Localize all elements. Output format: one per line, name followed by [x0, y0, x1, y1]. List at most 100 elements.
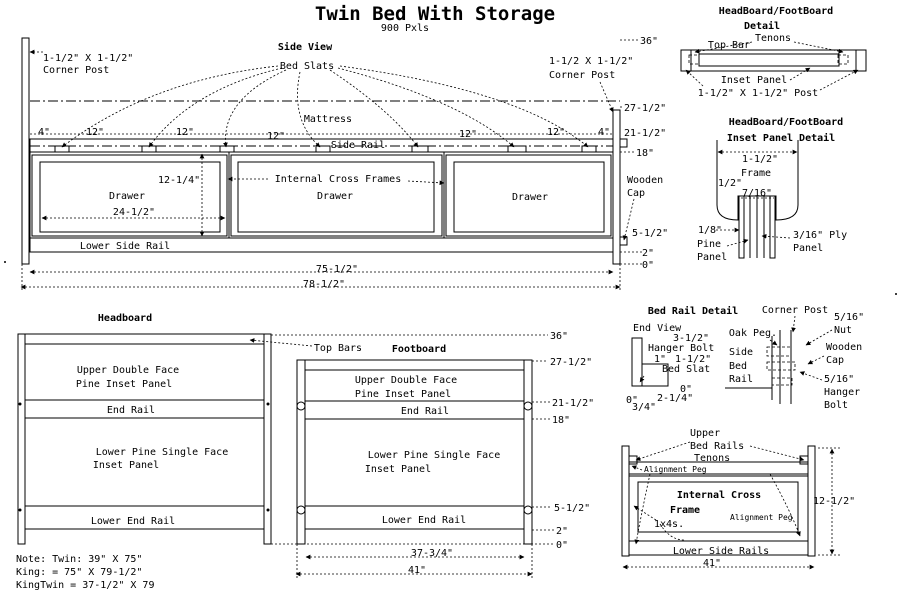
height-label: 27-1/2"	[624, 103, 666, 114]
side-bed-rail-label: Side	[729, 347, 753, 358]
lower-end-rail	[24, 505, 265, 530]
zero-label: 0"	[680, 384, 692, 395]
outer-width-label: 41"	[408, 565, 426, 576]
seven-sixteenths-label: 7/16"	[742, 188, 772, 199]
pine-panel	[738, 195, 745, 259]
side-view-heading: Side View	[278, 41, 333, 53]
height-label: 36"	[550, 331, 568, 342]
inset-panel	[698, 53, 840, 67]
slat	[411, 145, 429, 153]
left-corner-post-size: 1-1/2" X 1-1/2"	[43, 53, 133, 64]
detail-heading-1: HeadBoard/FootBoard	[719, 6, 833, 17]
spacing-label: 4"	[598, 127, 610, 138]
cross-frame-title: Internal Cross	[677, 490, 761, 501]
left-post	[680, 49, 692, 72]
ply-panel-label: Panel	[793, 243, 823, 254]
headboard-heading: Headboard	[98, 313, 152, 324]
note-line: King: = 75" X 79-1/2"	[16, 567, 142, 578]
eighth-label: 1/8"	[698, 225, 722, 236]
wooden-cap-label: Wooden	[627, 175, 663, 186]
lower-side-rail	[628, 540, 809, 556]
one-half-label: 1-1/2"	[675, 354, 711, 365]
wooden-cap-label: Cap	[826, 355, 844, 366]
half-label: 1/2"	[718, 178, 742, 189]
tenons-label: Tenons	[755, 33, 791, 44]
headboard-footboard-detail: HeadBoard/FootBoard Detail Tenons Top Ba…	[680, 6, 867, 99]
top-bar	[304, 359, 525, 371]
end-view-rail	[631, 337, 643, 387]
inset-panel-label: Inset Panel	[721, 75, 787, 86]
height-label: 27-1/2"	[550, 357, 592, 368]
page-title: Twin Bed With Storage	[315, 3, 555, 25]
inset-detail-heading-1: HeadBoard/FootBoard	[729, 117, 843, 128]
detail-heading-2: Detail	[744, 20, 780, 32]
height-label: 36"	[640, 36, 658, 47]
footboard-heights: 36" 27-1/2" 21-1/2" 18" 5-1/2" 2" 0"	[271, 331, 594, 551]
hanger-bolt-label: 5/16"	[824, 374, 854, 385]
spacing-label: 12"	[547, 127, 565, 138]
slat	[315, 145, 331, 153]
pine-panel-label: Pine	[697, 239, 721, 250]
pine-panel-label: Panel	[697, 252, 727, 263]
bed-rail-heading: Bed Rail Detail	[648, 305, 738, 317]
internal-cross-frames-label: Internal Cross Frames	[275, 174, 401, 185]
top-bar-label: Top Bar	[708, 40, 750, 51]
inner-length-label: 75-1/2"	[316, 264, 358, 275]
lower-side-rail	[29, 237, 614, 253]
slat	[581, 145, 597, 153]
top-bar	[690, 49, 857, 72]
lower-end-rail	[304, 505, 525, 530]
one-label: 1"	[654, 354, 666, 365]
post-label: 1-1/2" X 1-1/2" Post	[698, 88, 818, 99]
side-rail-label: Side Rail	[331, 140, 385, 151]
right-post	[855, 49, 867, 72]
upper-bed-rails-label: Upper	[690, 428, 720, 439]
footboard-heading: Footboard	[392, 344, 446, 355]
bed-rail-detail: Bed Rail Detail End View Corner Post 3-1…	[626, 305, 864, 413]
wooden-cap-label: Cap	[627, 188, 645, 199]
drawer-frame	[445, 154, 612, 237]
outer-length-label: 78-1/2"	[303, 279, 345, 290]
height-label: 18"	[636, 148, 654, 159]
drawer-front	[39, 161, 221, 233]
frame-width-label: 1-1/2"	[742, 154, 778, 165]
nut-label: Nut	[834, 325, 852, 336]
spacing-label: 12"	[459, 129, 477, 140]
spacing-label: 12"	[176, 127, 194, 138]
oak-peg-label: Oak Peg.	[729, 328, 777, 339]
footboard: Footboard Upper Double Face Pine Inset P…	[271, 331, 594, 578]
lower-side-rails-label: Lower Side Rails	[673, 546, 769, 557]
left-post	[296, 359, 306, 545]
inset-detail-heading-2: Inset Panel Detail	[727, 132, 835, 144]
upper-panel-label: Pine Inset Panel	[355, 389, 451, 400]
right-post	[523, 359, 533, 545]
side-view: Side View Mattress Side Rail 4" 12" 12" …	[20, 36, 668, 290]
drawer-width-label: 24-1/2"	[113, 207, 155, 218]
height-label: 21-1/2"	[624, 128, 666, 139]
three-half-label: 3-1/2"	[673, 333, 709, 344]
end-rail	[24, 399, 265, 419]
lower-panel-label: Inset Panel	[93, 460, 159, 471]
left-corner-post-label: Corner Post	[43, 65, 109, 76]
height-label: 5-1/2"	[632, 228, 668, 239]
drawer-frame	[31, 154, 228, 237]
upper-panel-label: Upper Double Face	[77, 365, 179, 376]
side-bed-rail-label: Bed	[729, 361, 747, 372]
slat	[219, 145, 235, 153]
alignment-peg-label: Alignment Peg	[730, 513, 793, 522]
inner-width-label: 37-3/4"	[411, 548, 453, 559]
drawer-frame	[230, 154, 443, 237]
one-x-four-label: 1x4s.	[654, 519, 684, 530]
right-corner-post	[612, 109, 621, 265]
end-rail-label: End Rail	[107, 405, 155, 416]
note-line: Note: Twin: 39" X 75"	[16, 554, 142, 565]
spacing-label: 12"	[267, 131, 285, 142]
top-bars-label: Top Bars	[314, 343, 362, 354]
height-label: 0"	[556, 540, 568, 551]
drawer-height-label: 12-1/4"	[158, 175, 200, 186]
spacing-label: 4"	[38, 127, 50, 138]
spacing-label: 12"	[86, 127, 104, 138]
drawer-label: Drawer	[512, 192, 548, 203]
lower-end-rail-label: Lower End Rail	[382, 515, 466, 526]
top-bar	[24, 333, 265, 345]
